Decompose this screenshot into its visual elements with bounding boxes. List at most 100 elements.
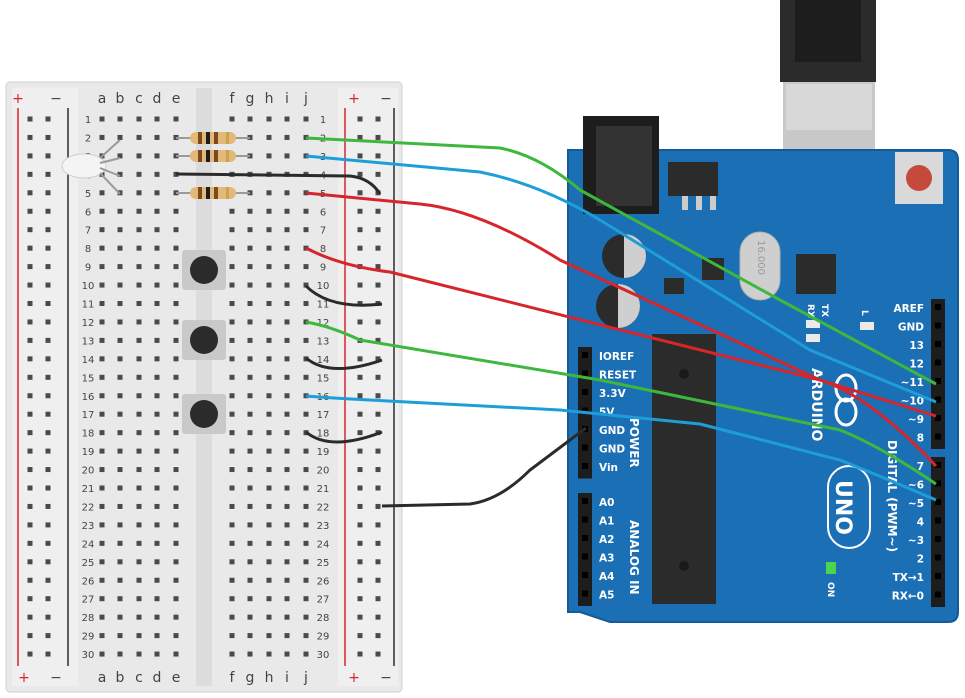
breadboard-hole [173, 430, 179, 436]
row-number-right: 23 [317, 521, 330, 532]
rail-hole [375, 374, 381, 380]
breadboard-hole [173, 559, 179, 565]
header-pin[interactable] [582, 352, 588, 358]
header-pin[interactable] [582, 572, 588, 578]
breadboard-hole [99, 559, 105, 565]
breadboard-hole [154, 264, 160, 270]
header-pin[interactable] [935, 517, 941, 524]
row-number-left: 8 [85, 244, 91, 255]
breadboard-hole [136, 448, 142, 454]
pin-label: TX→1 [893, 572, 924, 584]
row-number-left: 11 [82, 300, 95, 311]
rail-plus-left-bottom: + [18, 670, 30, 686]
header-pin[interactable] [582, 516, 588, 523]
breadboard-hole [173, 596, 179, 602]
rail-hole [27, 208, 33, 214]
rail-hole [375, 596, 381, 602]
rail-hole [375, 227, 381, 233]
column-letter: d [153, 670, 162, 686]
breadboard-hole [99, 319, 105, 325]
column-letter: e [172, 91, 181, 107]
rail-hole [375, 393, 381, 399]
rx-led-label: RX [805, 304, 815, 318]
breadboard-hole [229, 301, 235, 306]
header-pin[interactable] [935, 480, 941, 487]
jumper-wire-black [305, 356, 383, 370]
header-pin[interactable] [935, 304, 941, 310]
rail-hole [357, 393, 363, 399]
header-pin[interactable] [935, 462, 941, 468]
header-pin[interactable] [582, 389, 588, 395]
rail-hole [45, 596, 51, 602]
rail-hole [45, 337, 51, 343]
header-pin[interactable] [935, 591, 941, 598]
rgb-led-icon [61, 139, 121, 195]
breadboard-hole [247, 282, 253, 288]
header-pin[interactable] [935, 322, 941, 329]
breadboard-hole [154, 633, 160, 639]
row-number-right: 29 [317, 632, 330, 643]
pushbutton-1[interactable] [182, 250, 226, 290]
header-pin[interactable] [935, 499, 941, 505]
breadboard-hole [117, 485, 123, 491]
header-pin[interactable] [935, 415, 941, 421]
breadboard-hole [99, 337, 105, 343]
row-number-left: 1 [85, 115, 91, 126]
breadboard-hole [284, 467, 290, 473]
breadboard-hole [229, 319, 235, 325]
reset-button[interactable] [895, 152, 943, 204]
header-pin[interactable] [935, 341, 941, 347]
header-pin[interactable] [582, 553, 588, 560]
breadboard-hole [136, 633, 142, 639]
header-pin[interactable] [935, 433, 941, 440]
breadboard-hole [247, 301, 253, 306]
breadboard-hole [266, 467, 272, 473]
breadboard-hole [173, 319, 179, 325]
header-pin[interactable] [935, 573, 941, 579]
header-pin[interactable] [935, 359, 941, 366]
breadboard-hole [266, 301, 272, 306]
breadboard-hole [117, 614, 123, 620]
pin-label: A0 [599, 497, 614, 509]
row-number-right: 21 [317, 484, 330, 495]
header-pin[interactable] [935, 378, 941, 384]
breadboard-hole [117, 393, 123, 399]
rail-hole [27, 356, 33, 362]
breadboard-hole [247, 467, 253, 473]
rail-hole [27, 467, 33, 473]
header-pin[interactable] [582, 407, 588, 414]
breadboard-hole [229, 393, 235, 399]
rail-hole [357, 485, 363, 491]
breadboard-hole [136, 264, 142, 270]
header-pin[interactable] [582, 590, 588, 597]
rail-hole [375, 337, 381, 343]
breadboard-hole [303, 411, 309, 417]
breadboard-hole [284, 374, 290, 380]
breadboard-hole [266, 356, 272, 362]
breadboard-hole [266, 633, 272, 639]
header-pin[interactable] [582, 463, 588, 469]
rail-hole [357, 208, 363, 214]
header-pin[interactable] [582, 444, 588, 451]
breadboard-hole [284, 245, 290, 251]
rail-minus-right-top: − [380, 91, 392, 107]
breadboard-hole [154, 448, 160, 454]
breadboard-hole [266, 485, 272, 491]
header-pin[interactable] [935, 554, 941, 561]
rail-hole [375, 559, 381, 565]
header-pin[interactable] [935, 536, 941, 542]
breadboard-hole [117, 356, 123, 362]
breadboard-hole [284, 393, 290, 399]
pin-label: A5 [599, 590, 614, 602]
pushbutton-3[interactable] [182, 394, 226, 434]
header-pin[interactable] [582, 535, 588, 541]
header-pin[interactable] [935, 396, 941, 403]
breadboard-hole [136, 227, 142, 233]
row-number-right: 22 [317, 502, 330, 513]
breadboard-hole [117, 411, 123, 417]
breadboard-hole [303, 134, 309, 140]
header-pin[interactable] [582, 370, 588, 377]
pushbutton-2[interactable] [182, 320, 226, 360]
header-pin[interactable] [582, 498, 588, 504]
